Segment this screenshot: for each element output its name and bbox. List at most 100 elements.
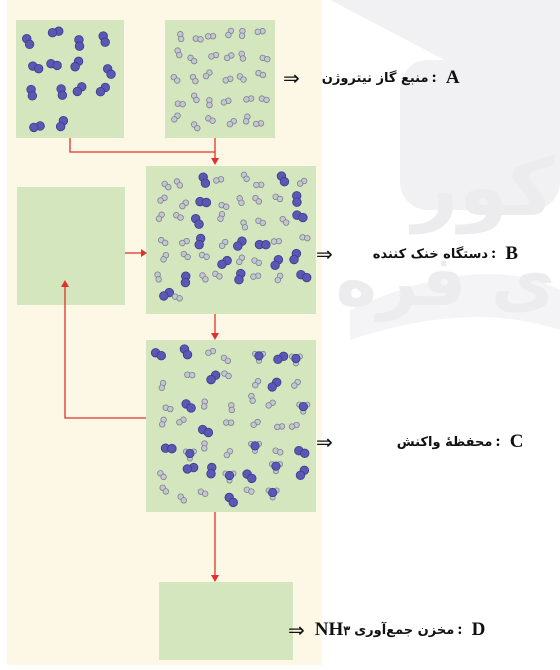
nitrogen-molecule (95, 82, 110, 97)
hydrogen-molecule (177, 31, 185, 43)
hydrogen-molecule (255, 217, 266, 227)
nitrogen-molecule (270, 255, 284, 270)
hydrogen-molecule (243, 486, 255, 495)
ammonia-formula: NH۳ (314, 619, 351, 640)
hydrogen-molecule (279, 215, 290, 226)
hydrogen-molecule (252, 378, 262, 389)
nitrogen-molecule (150, 348, 166, 361)
stage-c-label: محفظهٔ واکنش (396, 434, 493, 450)
stage-d-letter: D (471, 619, 486, 640)
stage-b-letter: B (505, 243, 519, 264)
hydrogen-molecule (252, 194, 263, 205)
nitrogen-molecule (159, 287, 174, 301)
hydrogen-molecule (174, 47, 183, 59)
hydrogen-molecule (220, 354, 231, 365)
hydrogen-molecule (158, 379, 167, 391)
recycle-box (17, 187, 125, 305)
hydrogen-molecule (170, 73, 181, 84)
hydrogen-molecule (226, 117, 237, 128)
hydrogen-molecule (222, 75, 234, 84)
hydrogen-molecule (217, 211, 226, 222)
hydrogen-molecule (202, 69, 213, 80)
stage-a-letter: A (445, 67, 460, 88)
hydrogen-molecule (270, 237, 282, 245)
hydrogen-molecule (248, 392, 256, 404)
nitrogen-molecule (195, 196, 212, 208)
nitrogen-molecule (182, 462, 199, 474)
hydrogen-molecule (192, 35, 204, 43)
nitrogen-molecule (180, 271, 191, 288)
hydrogen-molecule (197, 488, 209, 497)
hydrogen-molecule (274, 272, 284, 284)
stage-c-row: ⇒ محفظهٔ واکنش : C (316, 430, 524, 454)
hydrogen-molecule (272, 447, 284, 456)
hydrogen-molecule (179, 199, 189, 210)
nitrogen-molecule (181, 399, 196, 413)
hydrogen-molecule (223, 52, 235, 62)
nitrogen-molecule (70, 56, 84, 72)
nitrogen-molecule (72, 82, 87, 97)
hydrogen-molecule (206, 97, 213, 109)
hydrogen-molecule (157, 194, 168, 204)
stage-d-row: ⇒ NH۳ مخزن جمع‌آوری : D (288, 618, 486, 642)
hydrogen-molecule (259, 54, 271, 63)
stage-d-label: مخزن جمع‌آوری (354, 622, 455, 638)
hydrogen-molecule (158, 236, 169, 247)
hydrogen-molecule (154, 271, 162, 283)
hydrogen-molecule (205, 347, 217, 356)
nitrogen-molecule (224, 492, 238, 508)
nitrogen-molecule (217, 255, 232, 269)
hydrogen-molecule (159, 484, 170, 495)
nitrogen-molecule (102, 64, 116, 79)
nitrogen-molecule (22, 33, 35, 50)
hydrogen-molecule (177, 493, 187, 504)
nitrogen-molecule (28, 61, 44, 74)
hydrogen-molecule (228, 402, 236, 414)
nitrogen-molecule (206, 462, 217, 479)
nitrogen-molecule (267, 377, 282, 392)
nitrogen-molecule (55, 116, 69, 132)
hydrogen-molecule (180, 250, 191, 261)
hydrogen-molecule (223, 448, 234, 459)
hydrogen-molecule (236, 73, 247, 83)
hydrogen-molecule (187, 54, 198, 65)
nitrogen-molecule (46, 58, 62, 71)
hydrogen-molecule (238, 27, 246, 40)
hydrogen-molecule (176, 416, 187, 426)
hydrogen-molecule (204, 32, 217, 40)
hydrogen-molecule (253, 120, 265, 128)
hydrogen-molecule (223, 419, 235, 426)
nitrogen-molecule (191, 213, 204, 229)
hydrogen-molecule (242, 113, 251, 125)
hydrogen-molecule (291, 378, 301, 389)
ammonia-storage-box (159, 582, 293, 660)
ammonia-molecule (288, 353, 303, 367)
nitrogen-molecule (206, 370, 221, 385)
ammonia-molecule (265, 487, 280, 501)
nitrogen-molecule (276, 171, 290, 187)
reactor-box (146, 340, 316, 512)
hydrogen-molecule (189, 73, 199, 85)
hydrogen-molecule (161, 180, 172, 191)
hydrogen-molecule (218, 238, 229, 249)
hydrogen-molecule (201, 440, 208, 452)
hydrogen-molecule (213, 176, 225, 184)
nitrogen-molecule (56, 84, 68, 100)
recycle-arrow (64, 287, 146, 419)
hydrogen-molecule (171, 112, 181, 123)
nitrogen-molecule (47, 26, 64, 38)
hydrogen-molecule (184, 371, 196, 379)
pointer-arrow-icon: ⇒ (283, 66, 300, 90)
stage-a-label: منبع گاز نیتروژن (321, 70, 429, 86)
hydrogen-molecule (243, 95, 255, 103)
hydrogen-molecule (288, 421, 300, 430)
ammonia-molecule (251, 350, 266, 364)
hydrogen-molecule (212, 270, 223, 280)
hydrogen-molecule (162, 404, 174, 413)
hydrogen-molecule (236, 195, 245, 206)
hydrogen-molecule (155, 211, 165, 222)
nitrogen-molecule (296, 269, 312, 283)
hydrogen-molecule (265, 399, 276, 409)
pointer-arrow-icon: ⇒ (288, 618, 305, 642)
